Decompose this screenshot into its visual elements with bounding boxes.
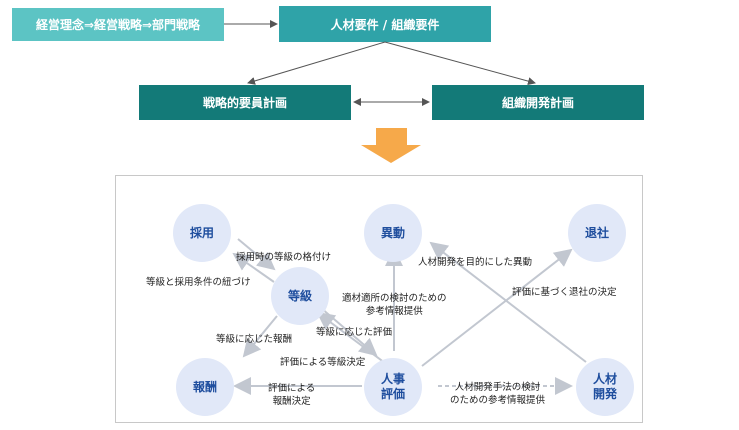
requirements-box: 人材要件 / 組織要件: [279, 6, 491, 42]
label-eval-grade-a: 等級に応じた評価: [316, 327, 393, 338]
evaluation-node: 人事 評価: [364, 358, 422, 416]
transfer-node: 異動: [364, 204, 422, 262]
label-grade-comp: 等級に応じた報酬: [216, 334, 293, 345]
relation-lines: [232, 238, 587, 395]
top-connectors: [224, 20, 536, 163]
label-dev-transfer: 人材開発を目的にした異動: [418, 257, 533, 268]
strategy-flow-box: 経営理念⇒経営戦略⇒部門戦略: [12, 8, 224, 41]
hr-system-panel: 採用 異動 退社 等級 報酬 人事 評価 人材 開発 採用時の等級の格付け 等級…: [115, 175, 643, 423]
label-grade-hiring: 等級と採用条件の紐づけ: [146, 277, 251, 288]
hiring-node: 採用: [173, 204, 231, 262]
down-arrow-icon: [361, 128, 421, 163]
strategic-staffing-plan-box: 戦略的要員計画: [139, 85, 351, 120]
label-eval-transfer: 適材適所の検討のための 参考情報提供: [342, 293, 447, 317]
compensation-node: 報酬: [176, 358, 234, 416]
label-dev-retire: 評価に基づく退社の決定: [512, 287, 617, 298]
label-eval-grade-b: 評価による等級決定: [280, 357, 366, 368]
development-node: 人材 開発: [576, 358, 634, 416]
requirements-to-orgdev-arrow: [384, 41, 536, 86]
label-eval-comp: 評価による 報酬決定: [268, 383, 316, 407]
grade-node: 等級: [271, 267, 329, 325]
label-hiring-grade: 採用時の等級の格付け: [236, 252, 332, 263]
retirement-node: 退社: [568, 204, 626, 262]
label-eval-dev: 人材開発手法の検討 のための参考情報提供: [450, 382, 546, 406]
org-development-plan-box: 組織開発計画: [432, 85, 644, 120]
requirements-to-staffing-arrow: [247, 41, 386, 85]
